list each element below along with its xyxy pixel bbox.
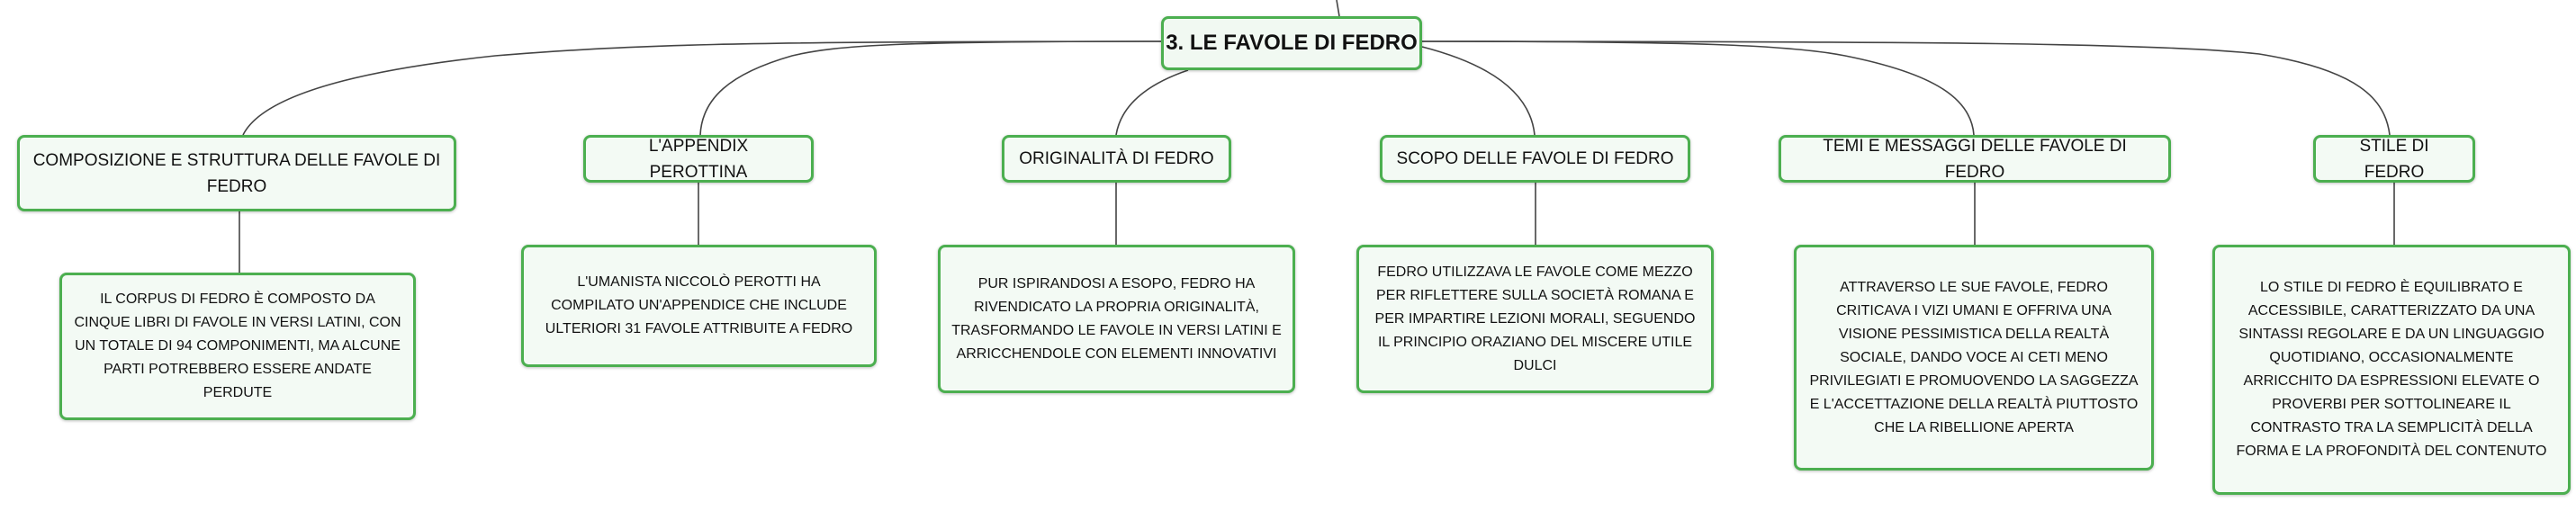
branch-appendix-perottina[interactable]: L'APPENDIX PEROTTINA xyxy=(583,135,814,183)
branch-composizione[interactable]: COMPOSIZIONE E STRUTTURA DELLE FAVOLE DI… xyxy=(17,135,456,211)
detail-composizione[interactable]: IL CORPUS DI FEDRO È COMPOSTO DA CINQUE … xyxy=(59,273,416,420)
branch-label: L'APPENDIX PEROTTINA xyxy=(648,136,749,182)
detail-text: PUR ISPIRANDOSI A ESOPO, FEDRO HA RIVEND… xyxy=(951,275,1282,362)
connector-root-branch-4 xyxy=(1421,46,1536,136)
connector-root-branch-2 xyxy=(699,40,1162,136)
detail-text: FEDRO UTILIZZAVA LE FAVOLE COME MEZZO PE… xyxy=(1374,264,1696,373)
root-topic[interactable]: 3. LE FAVOLE DI FEDRO xyxy=(1161,16,1422,70)
branch-label: COMPOSIZIONE E STRUTTURA DELLE FAVOLE DI… xyxy=(32,150,441,196)
branch-label: STILE DI FEDRO xyxy=(2359,136,2429,182)
connector-root-branch-6 xyxy=(1421,40,2391,136)
detail-temi[interactable]: ATTRAVERSO LE SUE FAVOLE, FEDRO CRITICAV… xyxy=(1794,245,2154,471)
connector-root-branch-1 xyxy=(242,40,1162,136)
detail-originalita[interactable]: PUR ISPIRANDOSI A ESOPO, FEDRO HA RIVEND… xyxy=(938,245,1295,393)
branch-label: SCOPO DELLE FAVOLE DI FEDRO xyxy=(1396,149,1674,168)
detail-text: IL CORPUS DI FEDRO È COMPOSTO DA CINQUE … xyxy=(74,291,401,400)
detail-appendix-perottina[interactable]: L'UMANISTA NICCOLÒ PEROTTI HA COMPILATO … xyxy=(521,245,877,367)
connector-root-branch-5 xyxy=(1421,40,1975,136)
detail-stile[interactable]: LO STILE DI FEDRO È EQUILIBRATO E ACCESS… xyxy=(2212,245,2571,495)
detail-text: L'UMANISTA NICCOLÒ PEROTTI HA COMPILATO … xyxy=(545,274,853,336)
detail-text: ATTRAVERSO LE SUE FAVOLE, FEDRO CRITICAV… xyxy=(1809,279,2139,435)
root-topic-title: 3. LE FAVOLE DI FEDRO xyxy=(1166,31,1418,55)
detail-text: LO STILE DI FEDRO È EQUILIBRATO E ACCESS… xyxy=(2236,280,2547,459)
branch-originalita[interactable]: ORIGINALITÀ DI FEDRO xyxy=(1002,135,1231,183)
branch-label: TEMI E MESSAGGI DELLE FAVOLE DI FEDRO xyxy=(1823,136,2127,182)
branch-stile[interactable]: STILE DI FEDRO xyxy=(2313,135,2475,183)
connector-parent-root xyxy=(1336,0,1340,17)
branch-temi[interactable]: TEMI E MESSAGGI DELLE FAVOLE DI FEDRO xyxy=(1779,135,2171,183)
connector-root-branch-3 xyxy=(1115,69,1189,136)
detail-scopo[interactable]: FEDRO UTILIZZAVA LE FAVOLE COME MEZZO PE… xyxy=(1356,245,1714,393)
branch-label: ORIGINALITÀ DI FEDRO xyxy=(1019,149,1214,168)
branch-scopo[interactable]: SCOPO DELLE FAVOLE DI FEDRO xyxy=(1380,135,1690,183)
